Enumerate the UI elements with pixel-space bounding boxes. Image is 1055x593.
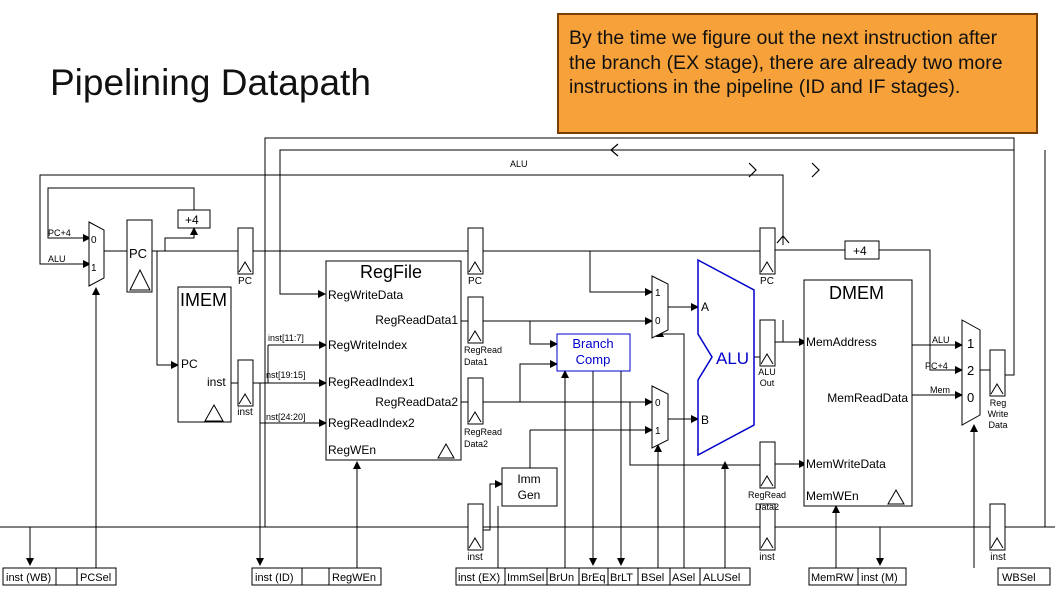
pc-mux-1: 1 (91, 263, 97, 274)
ctrl-inst-ex: inst (EX) (458, 572, 500, 584)
callout-box: By the time we figure out the next instr… (557, 13, 1038, 134)
slide-title: Pipelining Datapath (50, 62, 371, 103)
preg-pc-ex: PC (468, 276, 482, 287)
branch-comp-block (556, 333, 631, 372)
inst-19-15-label: inst[19:15] (264, 370, 306, 380)
ctrl-immsel: ImmSel (507, 572, 544, 584)
plus4-adder-if (177, 209, 211, 229)
regfile-port-wen: RegWEn (328, 443, 376, 457)
regfile-title: RegFile (360, 262, 422, 282)
alu-block (697, 258, 755, 457)
imem-title: IMEM (180, 290, 227, 310)
regfile-port-readdata1: RegReadData1 (375, 313, 458, 327)
direction-chevrons (610, 143, 820, 244)
a-mux (651, 275, 669, 339)
dmem-port-writedata: MemWriteData (806, 457, 886, 471)
immgen-line1: Imm (517, 472, 540, 486)
regfile-port-writedata: RegWriteData (328, 288, 403, 302)
dmem-port-wen: MemWEn (806, 489, 859, 503)
pipeline-registers (237, 227, 1006, 551)
plus4-label-mem: +4 (853, 244, 867, 258)
preg-pc-mem: PC (760, 276, 774, 287)
wb-mux (961, 319, 981, 426)
b-mux-1: 1 (655, 426, 661, 437)
ctrl-inst-id: inst (ID) (255, 572, 294, 584)
ctrl-brun: BrUn (549, 572, 574, 584)
regfile-port-writeindex: RegWriteIndex (328, 338, 407, 352)
regfile-block (325, 260, 462, 461)
ctrl-inst-m: inst (M) (861, 572, 898, 584)
ctrl-memrw: MemRW (811, 572, 854, 584)
imem-inst-port: inst (207, 375, 226, 389)
inst-24-20-label: inst[24:20] (264, 412, 306, 422)
pc4-label: PC+4 (48, 228, 71, 238)
dmem-port-address: MemAddress (806, 335, 877, 349)
b-mux-0: 0 (655, 398, 661, 409)
preg-inst-id: inst (237, 407, 253, 418)
pc-mux (88, 221, 105, 287)
ctrl-alusel: ALUSel (703, 572, 740, 584)
preg-inst-ex: inst (467, 552, 483, 563)
ctrl-pcsel: PCSel (80, 572, 111, 584)
ctrl-inst-wb: inst (WB) (6, 572, 51, 584)
alu-left-label: ALU (48, 254, 66, 264)
inst-11-7-label: inst[11:7] (268, 333, 304, 343)
regfile-port-readindex2: RegReadIndex2 (328, 416, 415, 430)
plus4-adder-mem (844, 240, 880, 260)
immgen-line2: Gen (518, 488, 541, 502)
alu-top-label: ALU (510, 159, 528, 169)
alu-title: ALU (716, 349, 749, 368)
alu-port-a: A (701, 300, 709, 314)
imem-pc-port: PC (181, 357, 198, 371)
ctrl-regwen: RegWEn (332, 572, 376, 584)
pc-label: PC (129, 246, 147, 261)
wb-in-mem: Mem (930, 385, 950, 395)
control-bar (2, 567, 1051, 586)
regfile-port-readindex1: RegReadIndex1 (328, 375, 415, 389)
preg-pc-id: PC (238, 276, 252, 287)
ctrl-breq: BrEq (581, 572, 605, 584)
a-mux-1: 1 (655, 288, 661, 299)
wb-in-alu: ALU (932, 335, 950, 345)
dmem-block (803, 279, 913, 507)
wb-mux-1: 1 (967, 336, 974, 351)
ctrl-bsel: BSel (641, 572, 664, 584)
wb-mux-0: 0 (967, 390, 974, 405)
preg-inst-mem: inst (759, 552, 775, 563)
imem-block (177, 286, 232, 423)
regfile-port-readdata2: RegReadData2 (375, 395, 458, 409)
dmem-title: DMEM (829, 283, 884, 303)
branch-comp-line1: Branch (572, 336, 613, 351)
ctrl-asel: ASel (672, 572, 695, 584)
pc-register (126, 219, 153, 293)
b-mux (651, 385, 669, 449)
a-mux-0: 0 (655, 316, 661, 327)
ctrl-brlt: BrLT (610, 572, 633, 584)
ctrl-wbsel: WBSel (1002, 572, 1036, 584)
pc-mux-0: 0 (91, 235, 97, 246)
wb-mux-2: 2 (967, 363, 974, 378)
wires (0, 137, 1055, 568)
immgen-block (501, 467, 558, 507)
plus4-label-if: +4 (185, 213, 199, 227)
dmem-port-readdata: MemReadData (827, 391, 908, 405)
branch-comp-line2: Comp (576, 352, 611, 367)
alu-port-b: B (701, 413, 709, 427)
preg-inst-wb: inst (990, 552, 1006, 563)
wb-in-pc4: PC+4 (925, 361, 948, 371)
